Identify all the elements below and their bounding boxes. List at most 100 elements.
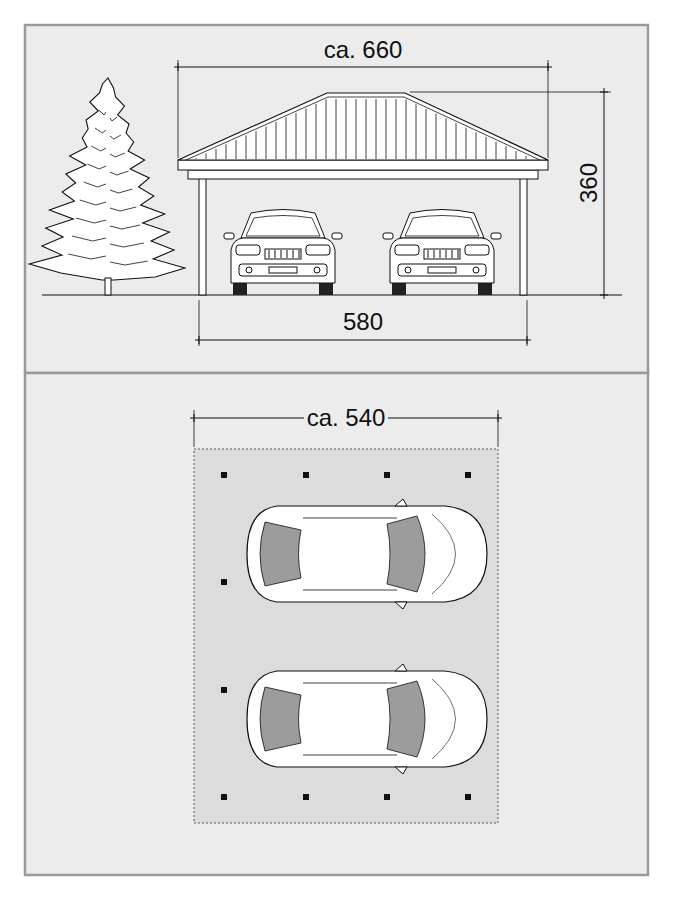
dimension-tick bbox=[199, 336, 200, 344]
post-footprint bbox=[221, 687, 227, 693]
fog-light bbox=[246, 267, 252, 273]
extension-line bbox=[178, 60, 179, 158]
roof-stripe bbox=[306, 108, 307, 159]
tree-branch bbox=[110, 189, 132, 193]
grille-bar bbox=[452, 250, 453, 258]
grille-bar bbox=[434, 250, 435, 258]
fog-light bbox=[314, 267, 320, 273]
roof-stripe bbox=[256, 131, 257, 159]
roof-outline bbox=[194, 449, 498, 823]
roof-stripe bbox=[436, 114, 437, 159]
post-footprint bbox=[221, 794, 227, 800]
grille-bar bbox=[299, 250, 300, 258]
roof-stripe bbox=[406, 99, 407, 159]
mirror bbox=[395, 664, 407, 671]
roof-stripe bbox=[386, 99, 387, 159]
roof-stripe bbox=[356, 99, 357, 159]
tree-branch bbox=[110, 243, 144, 247]
dimension-line bbox=[195, 340, 531, 341]
extension-line bbox=[527, 300, 528, 346]
mirror bbox=[383, 233, 393, 239]
roof-stripe bbox=[276, 122, 277, 159]
roof-stripe bbox=[346, 99, 347, 159]
roof-stripe bbox=[496, 142, 497, 159]
post bbox=[520, 178, 527, 295]
tree-branch bbox=[87, 164, 106, 169]
roof-stripe bbox=[396, 99, 397, 159]
post-footprint bbox=[465, 794, 471, 800]
tree-branch bbox=[110, 261, 148, 265]
extension-line bbox=[498, 410, 499, 447]
plate bbox=[269, 267, 297, 273]
roof-stripe bbox=[376, 99, 377, 159]
headlight bbox=[306, 245, 330, 255]
tree-branch bbox=[110, 135, 121, 139]
grille-bar bbox=[446, 250, 447, 258]
extension-line bbox=[410, 92, 611, 93]
tree-branch bbox=[68, 254, 106, 259]
mirror bbox=[395, 767, 407, 774]
dimension-lines bbox=[174, 60, 611, 447]
grille-bar bbox=[269, 250, 270, 258]
roof-stripe bbox=[426, 109, 427, 159]
post-footprint bbox=[303, 794, 309, 800]
dimension-label: ca. 660 bbox=[324, 38, 403, 62]
fog-light bbox=[473, 267, 479, 273]
car-top-view bbox=[247, 499, 487, 609]
windshield bbox=[387, 681, 425, 757]
side-window bbox=[303, 518, 397, 519]
post-footprint bbox=[221, 472, 227, 478]
plan-view bbox=[194, 449, 498, 823]
roof-stripe bbox=[246, 135, 247, 159]
windshield bbox=[246, 216, 320, 237]
tree-branch bbox=[110, 153, 125, 157]
mirror bbox=[395, 602, 407, 609]
windshield bbox=[405, 216, 479, 237]
plate bbox=[428, 267, 456, 273]
dimension-tick bbox=[194, 414, 195, 422]
roof-stripe bbox=[236, 140, 237, 159]
side-window bbox=[303, 590, 397, 591]
car-body bbox=[247, 506, 487, 602]
roof-stripe bbox=[266, 126, 267, 159]
tree-branch bbox=[95, 128, 106, 133]
roof-stripe bbox=[366, 99, 367, 159]
mirror bbox=[224, 233, 234, 239]
headlight bbox=[465, 245, 489, 255]
roof-stripe bbox=[466, 128, 467, 159]
bumper bbox=[239, 264, 327, 276]
post-footprint bbox=[465, 472, 471, 478]
roof-stripe bbox=[196, 158, 197, 159]
roof-stripe bbox=[316, 104, 317, 159]
windshield bbox=[387, 516, 425, 592]
grille-bar bbox=[293, 250, 294, 258]
plan-panel bbox=[25, 373, 648, 875]
mirror bbox=[395, 499, 407, 506]
mirror bbox=[332, 233, 342, 239]
roof-stripe bbox=[476, 132, 477, 159]
dimension-tick bbox=[498, 414, 499, 422]
dimension-label: 580 bbox=[343, 310, 383, 334]
side-window bbox=[303, 755, 397, 756]
tree-branch bbox=[84, 182, 106, 187]
roof-stripe bbox=[516, 151, 517, 159]
fascia bbox=[178, 160, 548, 170]
car-front-view bbox=[383, 210, 501, 296]
roof-stripe bbox=[336, 99, 337, 159]
grille-bar bbox=[287, 250, 288, 258]
fog-light bbox=[405, 267, 411, 273]
grille-bar bbox=[458, 250, 459, 258]
dimension-label: 360 bbox=[577, 163, 601, 203]
roof-stripe bbox=[506, 146, 507, 159]
roof-stripe bbox=[206, 153, 207, 159]
car-body bbox=[247, 671, 487, 767]
tree-crown bbox=[29, 78, 185, 280]
bumper bbox=[398, 264, 486, 276]
car-cabin bbox=[241, 210, 325, 239]
elevation-view bbox=[29, 78, 622, 295]
headlight bbox=[395, 245, 419, 255]
post bbox=[199, 178, 206, 295]
carport-elevation bbox=[178, 93, 548, 295]
roof-edge bbox=[186, 97, 540, 160]
